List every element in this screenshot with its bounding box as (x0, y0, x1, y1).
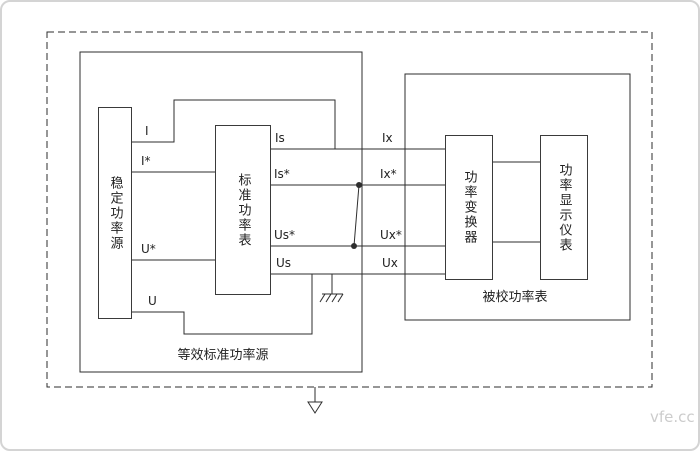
junction-dot-lower (351, 243, 357, 249)
standard-power-meter-label: 标准功率表 (235, 172, 251, 248)
power-display-label: 功率显示仪表 (556, 162, 572, 253)
outer-dashed-border (46, 31, 653, 388)
stable-power-source-label: 稳定功率源 (107, 175, 123, 251)
terminal-label-Ix: Ix (382, 131, 393, 145)
terminal-label-Ux-star: Ux* (380, 228, 402, 242)
stable-power-source-box: 稳定功率源 (98, 107, 132, 319)
terminal-label-Is-star: Is* (274, 167, 290, 181)
dut-caption: 被校功率表 (482, 290, 548, 305)
standard-power-meter-box: 标准功率表 (215, 125, 271, 295)
wire-sense-link (353, 184, 360, 247)
power-display-box: 功率显示仪表 (540, 135, 588, 280)
dut-border (404, 73, 631, 321)
ground-symbol (319, 293, 344, 303)
output-arrow-icon (307, 401, 323, 414)
terminal-label-Us: Us (276, 256, 292, 270)
terminal-label-Ix-star: Ix* (380, 167, 397, 181)
wire-I-top (132, 99, 336, 149)
terminal-label-U-star: U* (141, 242, 156, 256)
wire-U-bottom (132, 274, 313, 335)
equivalent-source-caption: 等效标准功率源 (177, 348, 269, 363)
watermark: vfe.cc (650, 408, 695, 426)
power-converter-box: 功率变换器 (445, 135, 493, 280)
terminal-label-Is: Is (275, 131, 285, 145)
terminal-label-Us-star: Us* (274, 228, 296, 242)
terminal-label-Ux: Ux (382, 256, 398, 270)
terminal-label-U: U (148, 294, 157, 308)
terminal-label-I-star: I* (141, 154, 151, 168)
power-converter-label: 功率变换器 (461, 170, 477, 245)
junction-dot-upper (356, 182, 362, 188)
equivalent-source-border (79, 51, 363, 373)
terminal-label-I: I (145, 124, 149, 138)
